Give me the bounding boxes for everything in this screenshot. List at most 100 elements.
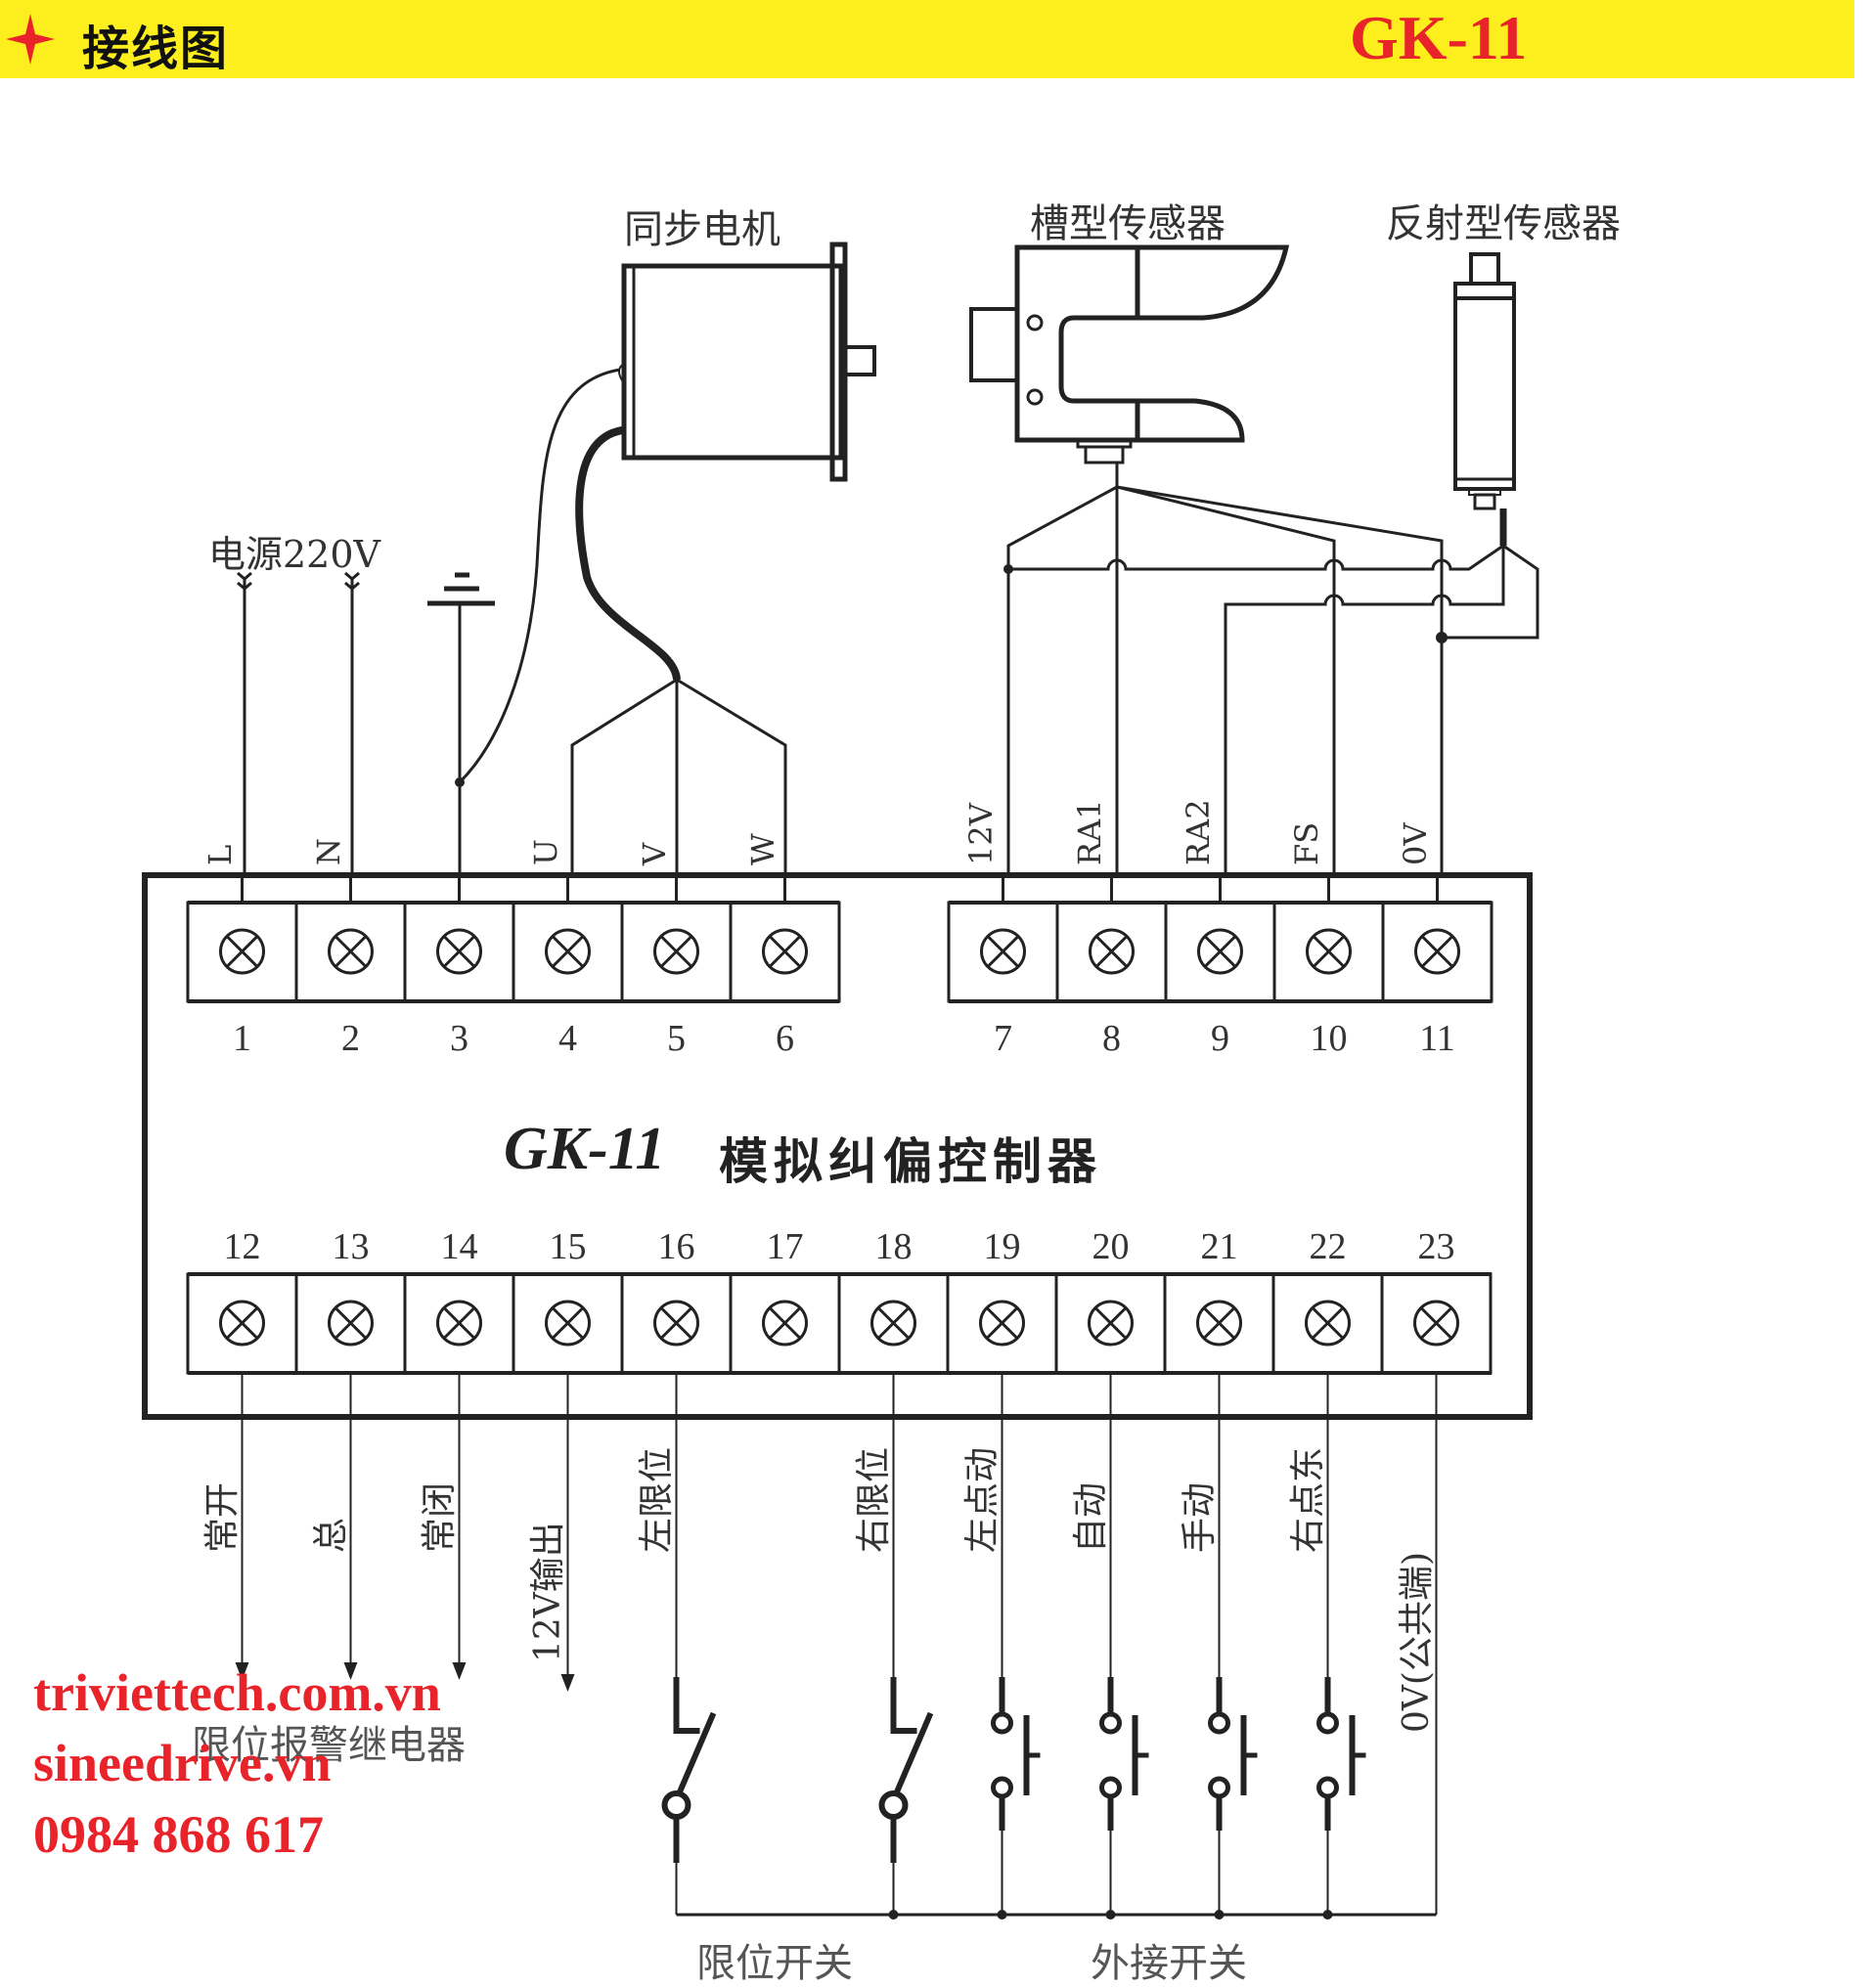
screw-icon xyxy=(762,1300,808,1347)
terminal-number: 2 xyxy=(341,1018,360,1059)
terminal-7[interactable] xyxy=(947,901,1059,1003)
limit-switch-icon xyxy=(878,1373,934,1915)
terminal-number: 12 xyxy=(223,1226,261,1267)
signal-label-12v: 12V xyxy=(961,803,1000,865)
controller-box xyxy=(142,872,1533,1420)
screw-icon xyxy=(979,1300,1025,1347)
terminal-number: 22 xyxy=(1309,1226,1347,1267)
output-label: 右限位 xyxy=(853,1446,894,1553)
output-label: 手动 xyxy=(1179,1481,1220,1553)
signal-label-ra2: RA2 xyxy=(1179,799,1217,865)
screw-icon xyxy=(653,928,699,975)
motor-cable xyxy=(575,426,681,681)
terminal-number: 17 xyxy=(766,1226,804,1267)
terminal-number: 19 xyxy=(983,1226,1021,1267)
terminal-20[interactable] xyxy=(1054,1272,1167,1375)
screw-icon xyxy=(328,1300,374,1347)
terminal-16[interactable] xyxy=(620,1272,733,1375)
screw-icon xyxy=(653,1300,699,1347)
terminal-11[interactable] xyxy=(1381,901,1493,1003)
terminal-23[interactable] xyxy=(1380,1272,1493,1375)
output-label: 右点东 xyxy=(1287,1446,1328,1553)
terminal-9[interactable] xyxy=(1164,901,1276,1003)
push-button-icon xyxy=(991,1373,1041,1915)
terminal-22[interactable] xyxy=(1271,1272,1384,1375)
terminal-number: 4 xyxy=(558,1018,577,1059)
arrow-down-icon xyxy=(235,1662,249,1680)
terminal-number: 3 xyxy=(450,1018,468,1059)
switches xyxy=(661,1373,1438,1920)
watermark-phone: 0984 868 617 xyxy=(33,1805,324,1864)
signal-label-n: N xyxy=(309,838,347,865)
output-label: 左点动 xyxy=(961,1446,1003,1553)
limit-switch-group-label: 限位开关 xyxy=(696,1941,853,1986)
top-terminal-strip xyxy=(186,878,1493,1003)
motor-label: 同步电机 xyxy=(624,207,780,252)
controller-name: 模拟纠偏控制器 xyxy=(719,1133,1102,1190)
output-label: 12V输出 xyxy=(527,1522,568,1662)
terminal-17[interactable] xyxy=(729,1272,841,1375)
terminal-number: 18 xyxy=(874,1226,913,1267)
terminal-1[interactable] xyxy=(186,901,298,1003)
terminal-8[interactable] xyxy=(1055,901,1168,1003)
signal-label-u: U xyxy=(526,839,564,865)
screw-icon xyxy=(762,928,808,975)
terminal-10[interactable] xyxy=(1272,901,1385,1003)
bottom-terminal-strip xyxy=(186,1272,1493,1375)
push-button-icon xyxy=(1208,1373,1258,1915)
terminal-5[interactable] xyxy=(620,901,733,1003)
terminal-number: 5 xyxy=(667,1018,686,1059)
signal-label-fs: FS xyxy=(1287,821,1325,865)
terminal-12[interactable] xyxy=(186,1272,298,1375)
terminal-14[interactable] xyxy=(403,1272,515,1375)
output-label: 总 xyxy=(310,1517,351,1553)
terminal-19[interactable] xyxy=(946,1272,1058,1375)
screw-icon xyxy=(1414,928,1460,975)
star-icon xyxy=(6,14,55,65)
terminal-13[interactable] xyxy=(294,1272,407,1375)
arrow-down-icon xyxy=(560,1674,575,1692)
screw-icon xyxy=(219,1300,265,1347)
watermark-website-2: sineedrive.vn xyxy=(33,1734,332,1792)
output-label: 0V(公共端) xyxy=(1396,1552,1437,1733)
motor-ground-wire xyxy=(458,368,621,784)
screw-icon xyxy=(870,1300,916,1347)
header-bar: 接线图 GK-11 xyxy=(0,0,1854,78)
push-button-icon xyxy=(1099,1373,1149,1915)
header-model: GK-11 xyxy=(1350,3,1528,72)
screw-icon xyxy=(219,928,265,975)
reflective-sensor-label: 反射型传感器 xyxy=(1386,201,1621,246)
terminal-number: 10 xyxy=(1310,1018,1348,1059)
push-button-icon xyxy=(1316,1373,1366,1915)
relay-group-label: 限位报警继电器 xyxy=(192,1723,466,1768)
ground-icon xyxy=(427,572,495,606)
terminal-21[interactable] xyxy=(1163,1272,1275,1375)
screw-icon xyxy=(1088,1300,1134,1347)
screw-icon xyxy=(436,1300,482,1347)
screw-icon xyxy=(1306,928,1352,975)
screw-icon xyxy=(436,928,482,975)
terminal-number: 16 xyxy=(657,1226,695,1267)
screw-icon xyxy=(1197,928,1243,975)
output-label: 自动 xyxy=(1070,1481,1111,1553)
signal-label-v: V xyxy=(635,842,673,865)
header-title: 接线图 xyxy=(82,22,230,76)
screw-icon xyxy=(328,928,374,975)
terminal-15[interactable] xyxy=(512,1272,624,1375)
terminal-number: 9 xyxy=(1211,1018,1229,1059)
terminal-3[interactable] xyxy=(403,901,515,1003)
screw-icon xyxy=(1196,1300,1242,1347)
screw-icon xyxy=(980,928,1026,975)
terminal-number: 1 xyxy=(233,1018,251,1059)
watermark-website-1: triviettech.com.vn xyxy=(33,1663,441,1722)
slot-sensor-icon xyxy=(969,244,1290,464)
terminal-2[interactable] xyxy=(294,901,407,1003)
signal-label-w: W xyxy=(743,833,781,865)
terminal-18[interactable] xyxy=(837,1272,950,1375)
terminal-number: 23 xyxy=(1417,1226,1455,1267)
terminal-6[interactable] xyxy=(729,901,841,1003)
terminal-4[interactable] xyxy=(512,901,624,1003)
slot-sensor-label: 槽型传感器 xyxy=(1030,201,1226,246)
screw-icon xyxy=(545,928,591,975)
